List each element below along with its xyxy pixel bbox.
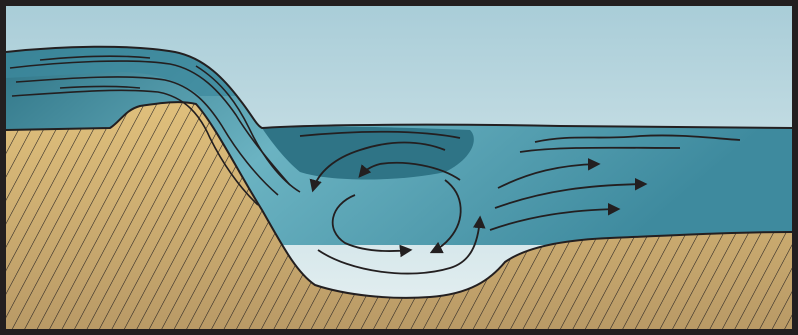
flow-line-upper-4 <box>39 55 151 61</box>
flow-arrow-down-3 <box>489 202 621 231</box>
flow-line-upper-1 <box>9 60 291 186</box>
eddy-arrow-return <box>358 161 461 181</box>
flow-line-surface-1 <box>299 130 461 139</box>
upper-river-surface <box>6 46 236 96</box>
eddy-arrow-top <box>309 141 446 193</box>
flow-arrow-down-1 <box>497 157 601 189</box>
flow-arrow-bottom <box>317 215 486 275</box>
flow-line-upper-3 <box>11 89 259 206</box>
flow-line-surface-3 <box>519 146 681 153</box>
pool-surface-recess <box>262 126 474 180</box>
flow-line-upper-2 <box>15 76 279 196</box>
flow-line-fall-1 <box>195 65 301 193</box>
flow-line-surface-2 <box>534 134 741 143</box>
eddy-arrow-right <box>429 179 462 254</box>
eddy-arrow-inner <box>331 194 413 258</box>
water-surface-outline <box>5 45 793 130</box>
flow-lines <box>9 55 301 206</box>
pool-circulation <box>299 130 741 275</box>
bedrock-hatching <box>6 102 792 329</box>
bedrock-outline <box>5 101 793 299</box>
flow-line-upper-5 <box>59 85 141 89</box>
flow-arrow-down-2 <box>494 177 648 209</box>
